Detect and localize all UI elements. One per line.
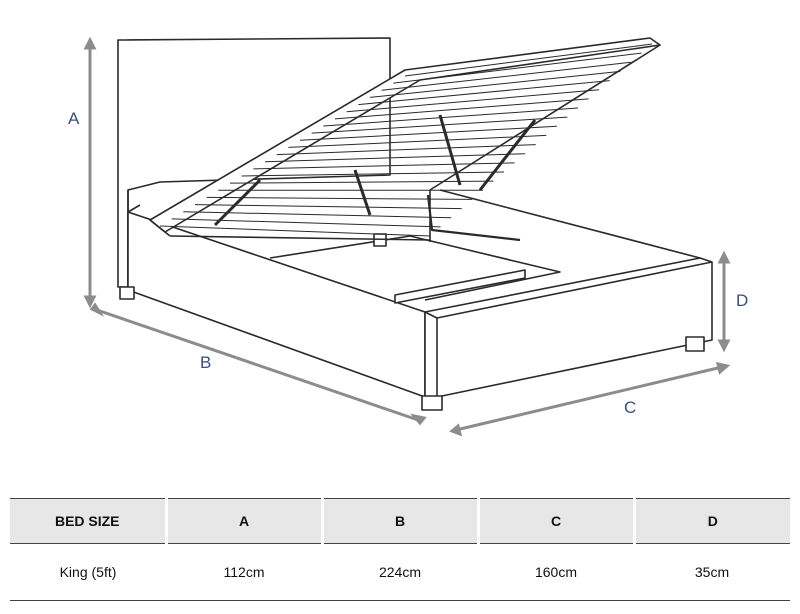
- slat: [404, 43, 653, 77]
- slat: [183, 211, 452, 219]
- slat: [381, 61, 631, 91]
- gas-strut: [478, 119, 537, 191]
- slat: [229, 180, 494, 184]
- leg: [119, 286, 135, 300]
- slats: [159, 43, 653, 237]
- gas-strut: [213, 178, 262, 227]
- slat: [171, 218, 441, 228]
- slat: [299, 125, 557, 141]
- bed-dimension-diagram: A B C D: [68, 36, 748, 437]
- slat: [288, 134, 547, 148]
- header-c: C: [476, 498, 634, 544]
- foot-rail: [424, 257, 713, 398]
- cell-c: 160cm: [534, 564, 578, 580]
- slat: [206, 196, 473, 200]
- slat: [264, 153, 526, 163]
- header-d: D: [632, 498, 790, 544]
- slat: [253, 162, 515, 170]
- slat: [358, 80, 610, 106]
- cell-bed-size: King (5ft): [59, 564, 117, 580]
- dimension-label-a: A: [68, 109, 80, 128]
- header-a: A: [164, 498, 322, 544]
- leg: [421, 395, 443, 411]
- header-bed-size: BED SIZE: [10, 498, 166, 544]
- cross-slat: [394, 269, 526, 304]
- slat: [346, 89, 600, 113]
- dimension-label-d: D: [736, 291, 748, 310]
- dimension-label-b: B: [200, 353, 211, 372]
- cell-b: 224cm: [378, 564, 422, 580]
- header-b: B: [320, 498, 478, 544]
- slat: [369, 70, 621, 98]
- bed-size-table: BED SIZE A B C D King (5ft) 112cm 224cm …: [10, 498, 790, 601]
- gas-strut: [353, 169, 372, 216]
- dimension-line-c: [455, 365, 723, 432]
- slat: [194, 204, 462, 210]
- slat: [276, 144, 536, 156]
- slat: [159, 225, 431, 237]
- gas-strut: [438, 114, 462, 186]
- table-row: King (5ft) 112cm 224cm 160cm 35cm: [10, 543, 790, 601]
- cell-a: 112cm: [223, 564, 265, 580]
- slat: [393, 52, 642, 84]
- leg: [685, 336, 705, 352]
- bed-drawing: [117, 37, 713, 411]
- dimension-label-c: C: [624, 398, 636, 417]
- slat: [334, 98, 589, 120]
- slat: [323, 107, 579, 127]
- slat: [311, 116, 568, 134]
- dimension-line-b: [96, 308, 419, 422]
- table-header-row: BED SIZE A B C D: [10, 498, 790, 544]
- dimension-lines: [83, 36, 731, 437]
- slat: [241, 171, 505, 177]
- cell-d: 35cm: [694, 564, 730, 580]
